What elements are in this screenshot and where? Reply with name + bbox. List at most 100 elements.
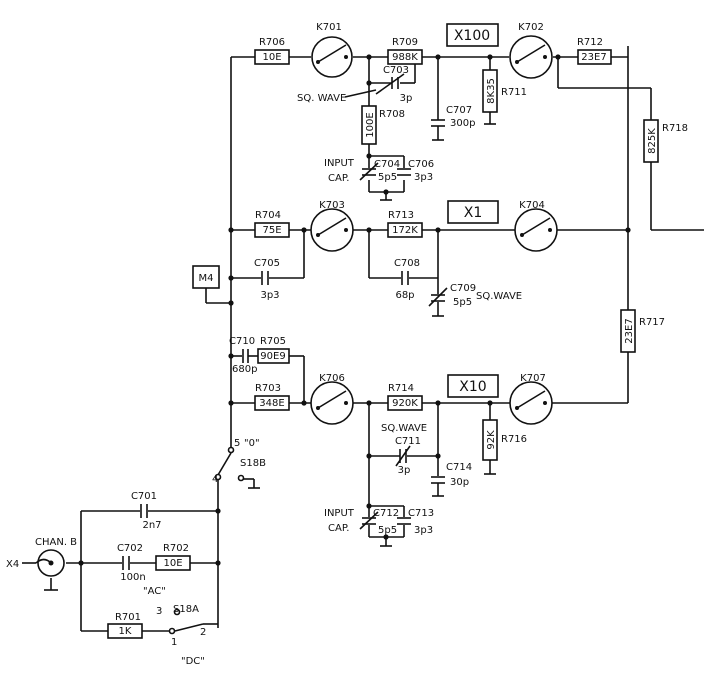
- wiring: [22, 46, 704, 632]
- C702-value: 100n: [120, 572, 145, 583]
- R706-label: R706: [259, 37, 285, 48]
- relay-K701: K701: [311, 22, 353, 78]
- R704-value: 75E: [262, 225, 281, 236]
- gain-box-x1: X1: [447, 200, 499, 224]
- capacitor-C708: C708 68p: [394, 258, 420, 301]
- C712-label: C712: [373, 508, 399, 519]
- capacitor-C712: C712 5p5: [359, 508, 399, 536]
- resistor-R712: 23E7 R712: [577, 37, 612, 65]
- R706-value: 10E: [262, 52, 281, 63]
- R708-label: R708: [379, 109, 405, 120]
- x100-label: X100: [454, 28, 490, 44]
- C713-label: C713: [408, 508, 434, 519]
- relay-K704: K704: [514, 200, 558, 252]
- resistor-R705: 90E9 R705: [257, 336, 290, 364]
- R716-value: 92K: [486, 430, 497, 450]
- R712-value: 23E7: [581, 52, 606, 63]
- resistor-R713: 172K R713: [387, 210, 423, 238]
- R716-label: R716: [501, 434, 527, 445]
- K702-label: K702: [518, 22, 544, 33]
- s18a-pin3: 3: [156, 606, 162, 617]
- R703-value: 348E: [259, 398, 284, 409]
- capacitor-C702: C702 100n: [117, 543, 146, 583]
- sq-wave-label-1: SQ. WAVE: [297, 93, 346, 104]
- R701-value: 1K: [119, 626, 132, 637]
- chan-b-label: CHAN. B: [35, 537, 77, 548]
- capacitor-C701: C701 2n7: [131, 491, 162, 531]
- R704-label: R704: [255, 210, 281, 221]
- C704-label: C704: [374, 159, 400, 170]
- K706-label: K706: [319, 373, 345, 384]
- capacitor-C710: C710 680p: [229, 336, 257, 375]
- C711-label: C711: [395, 436, 421, 447]
- R703-label: R703: [255, 383, 281, 394]
- resistor-R704: 75E R704: [254, 210, 290, 238]
- dc-label: "DC": [181, 656, 205, 667]
- resistor-R702: 10E R702: [155, 543, 191, 571]
- switch-S18B: 5 "0" 4 S18B: [212, 438, 266, 485]
- R702-label: R702: [163, 543, 189, 554]
- relay-K707: K707: [509, 373, 553, 425]
- R709-value: 988K: [392, 52, 418, 63]
- capacitor-C711: C711 3p: [395, 436, 421, 476]
- R717-value: 23E7: [624, 318, 635, 343]
- s18a-label: S18A: [173, 604, 199, 615]
- R718-value: 825K: [647, 128, 658, 154]
- C706-value: 3p3: [414, 172, 433, 183]
- R717-label: R717: [639, 317, 665, 328]
- bnc-connector-chan-b: CHAN. B X4: [6, 537, 77, 577]
- capacitor-C714: C714 30p: [431, 462, 472, 488]
- R713-value: 172K: [392, 225, 418, 236]
- relay-K703: K703: [310, 200, 354, 252]
- junctions: [78, 54, 631, 566]
- C709-value: 5p5: [453, 297, 472, 308]
- switch-S18A: 3 S18A 2 1: [156, 604, 206, 648]
- annotations: SQ. WAVE INPUT CAP. SQ.WAVE SQ.WAVE INPU…: [143, 89, 522, 667]
- C712-value: 5p5: [378, 525, 397, 536]
- K703-label: K703: [319, 200, 345, 211]
- x1-label: X1: [464, 205, 483, 221]
- R705-label: R705: [260, 336, 286, 347]
- C708-value: 68p: [395, 290, 414, 301]
- R718-label: R718: [662, 123, 688, 134]
- C708-label: C708: [394, 258, 420, 269]
- s18a-pin1: 1: [171, 637, 177, 648]
- input-cap-label-2b: CAP.: [328, 523, 349, 534]
- capacitor-C704: C704 5p5: [359, 159, 400, 183]
- input-cap-label-1a: INPUT: [324, 158, 355, 169]
- resistor-R701: 1K R701: [107, 612, 143, 639]
- C703-label: C703: [383, 65, 409, 76]
- K704-label: K704: [519, 200, 545, 211]
- C701-value: 2n7: [142, 520, 161, 531]
- C714-label: C714: [446, 462, 472, 473]
- s18a-pin2: 2: [200, 627, 206, 638]
- test-point-m4: M4: [192, 265, 220, 289]
- K707-label: K707: [520, 373, 546, 384]
- s18b-zero: "0": [244, 438, 260, 449]
- R705-value: 90E9: [260, 351, 285, 362]
- capacitor-C706: C706 3p3: [397, 159, 434, 183]
- capacitor-C705: C705 3p3: [254, 258, 280, 301]
- C701-label: C701: [131, 491, 157, 502]
- relay-K702: K702: [509, 22, 553, 79]
- relay-K706: K706: [310, 373, 354, 425]
- gain-box-x100: X100: [446, 23, 499, 47]
- C703-value: 3p: [400, 93, 413, 104]
- x4-label: X4: [6, 559, 19, 570]
- s18b-pin5: 5: [234, 438, 240, 449]
- C706-label: C706: [408, 159, 434, 170]
- C711-value: 3p: [398, 465, 411, 476]
- R714-value: 920K: [392, 398, 418, 409]
- s18b-pin4: 4: [212, 474, 218, 485]
- C713-value: 3p3: [414, 525, 433, 536]
- K701-label: K701: [316, 22, 342, 33]
- gain-box-x10: X10: [447, 374, 499, 398]
- resistor-R711: 8K35 R711: [482, 69, 527, 113]
- capacitor-C713: C713 3p3: [397, 508, 434, 536]
- ac-label: "AC": [143, 586, 166, 597]
- input-cap-label-1b: CAP.: [328, 173, 349, 184]
- R711-value: 8K35: [486, 78, 497, 104]
- R713-label: R713: [388, 210, 414, 221]
- C710-value: 680p: [232, 364, 257, 375]
